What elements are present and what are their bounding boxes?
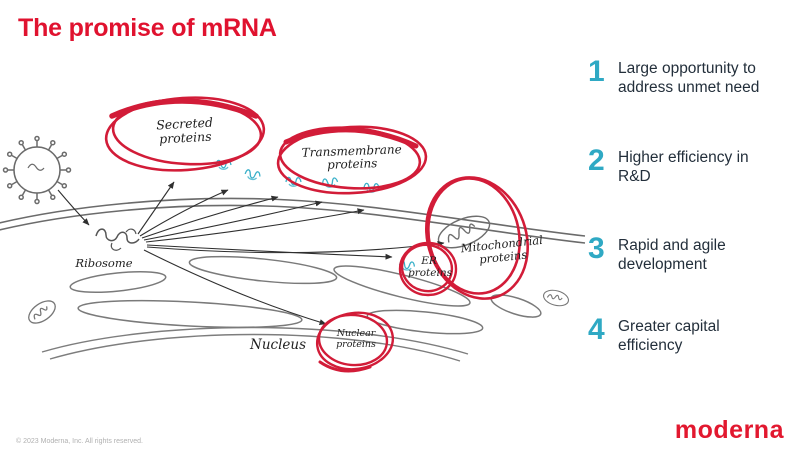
key-point-2: 2 Higher efficiency in R&D — [588, 144, 793, 187]
label-ribosome: Ribosome — [75, 256, 133, 270]
mitochondria-icon — [541, 287, 571, 309]
key-point-text: Higher efficiency in R&D — [618, 149, 749, 185]
red-circle-transmembrane — [276, 125, 428, 195]
translation-arrows — [57, 181, 445, 325]
mitochondria-icon — [24, 295, 60, 329]
key-point-1: 1 Large opportunity to address unmet nee… — [588, 55, 793, 98]
label-transmembrane-proteins: Transmembrane proteins — [301, 142, 402, 173]
key-point-number: 3 — [588, 232, 605, 265]
label-nuclear-proteins: Nuclear proteins — [336, 328, 376, 350]
key-point-3: 3 Rapid and agile development — [588, 232, 793, 275]
label-secreted-proteins: Secreted proteins — [155, 114, 214, 147]
mrna-squiggle-icon — [95, 228, 140, 251]
cell-membrane-line — [0, 197, 586, 244]
key-point-text: Large opportunity to address unmet need — [618, 60, 760, 96]
red-circle-nuclear — [315, 311, 395, 373]
copyright-notice: © 2023 Moderna, Inc. All rights reserved… — [16, 438, 143, 445]
key-point-text: Rapid and agile development — [618, 237, 726, 273]
page-title: The promise of mRNA — [18, 14, 277, 42]
moderna-logo: moderna — [674, 416, 784, 444]
key-point-text: Greater capital efficiency — [618, 318, 720, 354]
label-nucleus: Nucleus — [250, 337, 306, 353]
red-circle-secreted — [104, 96, 266, 172]
key-point-number: 1 — [588, 55, 605, 88]
key-point-number: 2 — [588, 144, 605, 177]
nanoparticle-icon — [2, 135, 72, 205]
key-point-4: 4 Greater capital efficiency — [588, 313, 793, 356]
key-point-number: 4 — [588, 313, 605, 346]
red-circle-er — [398, 241, 458, 297]
protein-scribble-icon — [243, 168, 262, 182]
label-er-proteins: ER proteins — [408, 255, 453, 279]
